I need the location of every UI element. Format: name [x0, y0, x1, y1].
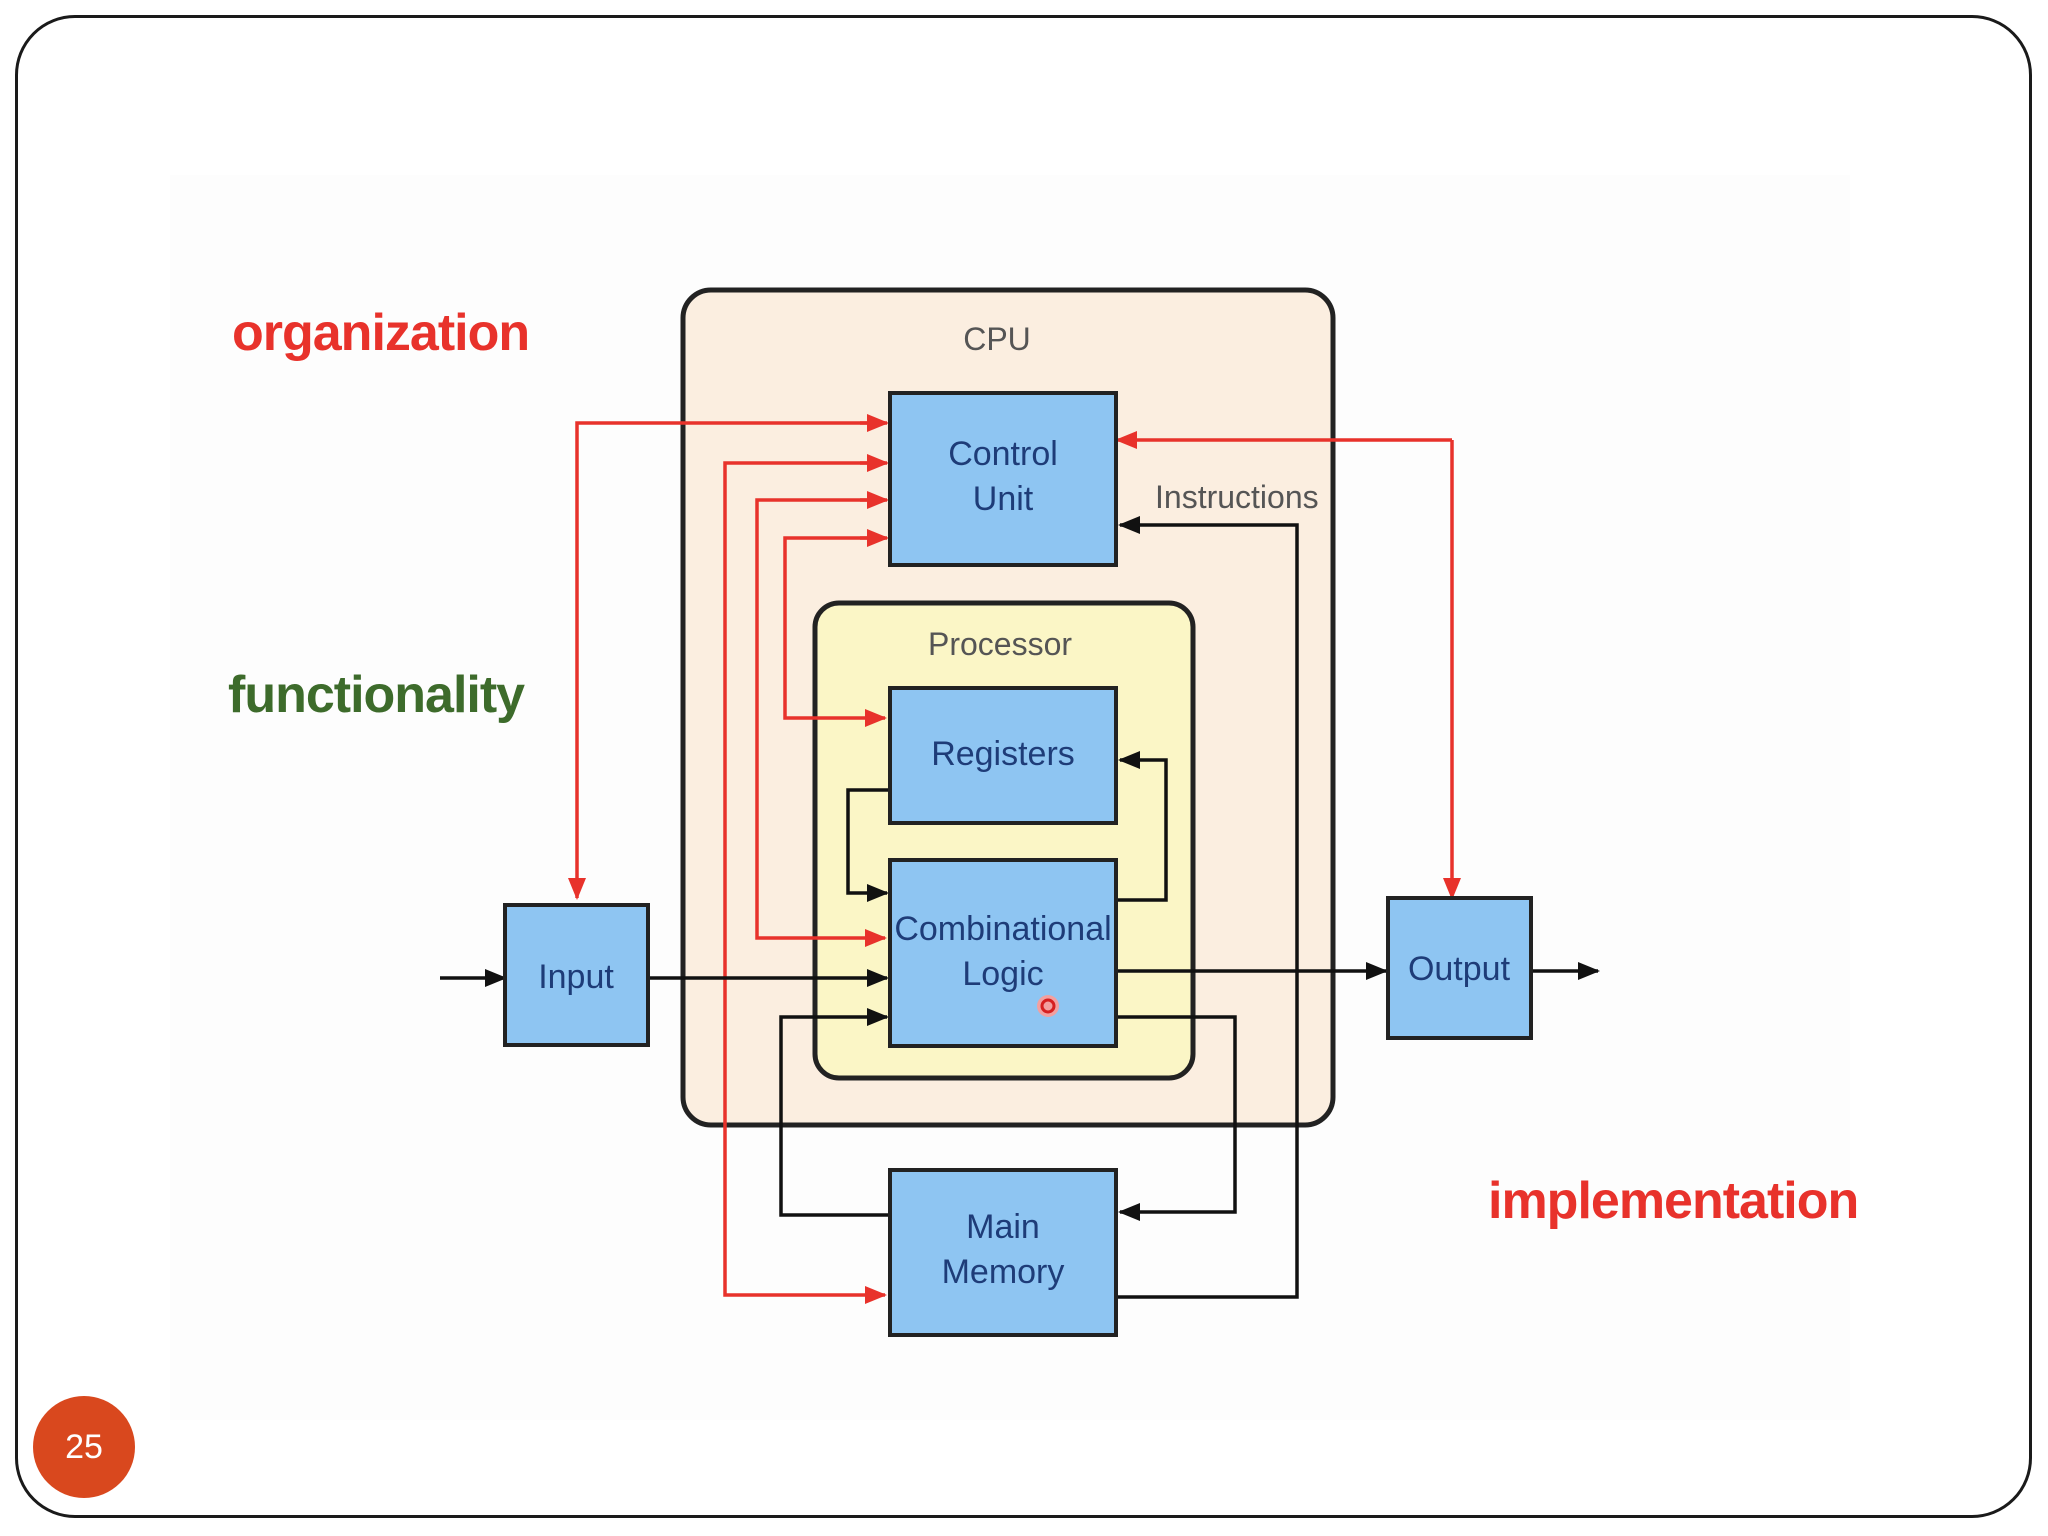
processor-label: Processor [928, 626, 1072, 662]
cpu-label: CPU [963, 321, 1031, 357]
memory-to-control-instructions-line [1116, 516, 1299, 1299]
control-unit-box: Control Unit [888, 391, 1118, 567]
control-lines [568, 421, 1461, 1304]
input-label: Input [538, 958, 614, 996]
control-to-logic-line [755, 498, 887, 947]
combinational-logic-box: Combinational Logic [888, 858, 1118, 1048]
memory-to-logic-line [779, 1008, 890, 1217]
combinational-logic-label-2: Logic [962, 955, 1043, 993]
control-to-registers-line [783, 536, 887, 727]
control-to-input-line [568, 421, 885, 900]
control-unit-label-2: Unit [973, 480, 1034, 518]
output-label: Output [1408, 950, 1511, 988]
registers-to-logic-line [846, 788, 890, 902]
organization-label: organization [232, 304, 529, 362]
main-memory-label-1: Main [966, 1208, 1040, 1246]
combinational-logic-label-1: Combinational [894, 910, 1111, 948]
logic-to-memory-line [1116, 1015, 1237, 1221]
input-box: Input [503, 903, 650, 1047]
cursor-marker-icon [1037, 995, 1059, 1017]
main-memory-box: Main Memory [888, 1168, 1118, 1337]
functionality-label: functionality [228, 666, 525, 724]
output-box: Output [1386, 896, 1533, 1040]
page-number-badge: 25 [33, 1396, 135, 1498]
implementation-label: implementation [1488, 1172, 1858, 1230]
instructions-label: Instructions [1155, 479, 1319, 515]
registers-label: Registers [931, 735, 1075, 773]
control-unit-inputs [860, 414, 889, 547]
control-unit-label-1: Control [948, 435, 1058, 473]
page-number: 25 [65, 1427, 103, 1466]
control-to-memory-line [723, 461, 887, 1304]
data-lines [440, 516, 1600, 1299]
registers-box: Registers [888, 686, 1118, 825]
logic-to-registers-line [1116, 751, 1168, 902]
main-memory-label-2: Memory [942, 1253, 1065, 1291]
